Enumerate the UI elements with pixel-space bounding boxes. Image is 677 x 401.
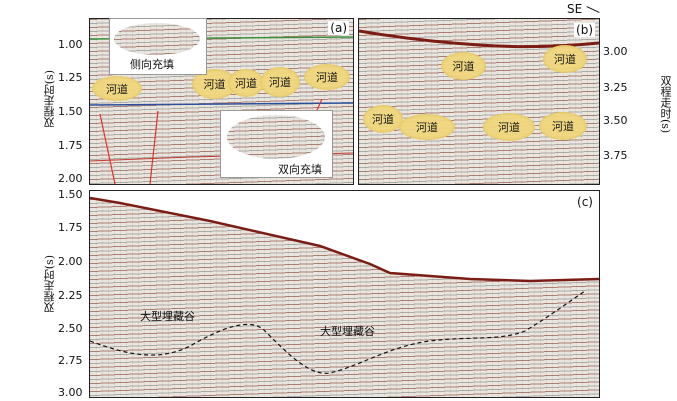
tick-a-2: 1.50 (58, 105, 83, 118)
seafloor-b (359, 29, 599, 49)
inset-side-seismic (114, 23, 200, 55)
channel-a-0: 河道 (92, 76, 142, 101)
side-fill-label: 侧向充填 (130, 58, 174, 71)
tick-b-0: 3.00 (603, 45, 628, 58)
orientation-text: SE (567, 2, 583, 16)
channel-b-3: 河道 (399, 114, 455, 140)
buried-valley-label-1: 大型埋藏谷 (320, 325, 375, 338)
tick-b-2: 3.50 (603, 114, 628, 127)
tick-b-3: 3.75 (603, 149, 628, 162)
inset-bi-seismic (227, 115, 325, 159)
inset-bi-fill: 双向充填 (220, 110, 333, 178)
inset-side-fill: 侧向充填 (109, 18, 207, 75)
orientation-label: SE (567, 2, 600, 16)
tick-c-6: 3.00 (58, 386, 83, 399)
channel-b-0: 河道 (441, 52, 486, 80)
y-axis-label-c: 双程走时(s) (43, 255, 56, 314)
panel-c-label: (c) (575, 195, 595, 209)
channel-b-5: 河道 (539, 112, 587, 140)
bi-fill-label: 双向充填 (278, 163, 322, 176)
y-axis-label-b: 双程走时(s) (659, 75, 672, 134)
tick-c-1: 1.75 (58, 221, 83, 234)
tick-b-1: 3.25 (603, 81, 628, 94)
tick-a-4: 2.00 (58, 172, 83, 185)
tick-c-0: 1.50 (58, 188, 83, 201)
tick-c-3: 2.25 (58, 289, 83, 302)
channel-a-2: 河道 (228, 69, 264, 97)
orientation-arrow-icon (586, 6, 600, 13)
channel-a-3: 河道 (260, 67, 300, 97)
tick-a-0: 1.00 (58, 38, 83, 51)
tick-a-3: 1.75 (58, 139, 83, 152)
channel-b-2: 河道 (363, 105, 403, 133)
y-axis-label-a: 双程走时(s) (43, 70, 56, 129)
buried-valley-label-0: 大型埋藏谷 (140, 310, 195, 323)
channel-a-4: 河道 (304, 64, 350, 90)
panel-a-label: (a) (328, 21, 349, 35)
tick-c-5: 2.75 (58, 354, 83, 367)
panel-c: 大型埋藏谷 大型埋藏谷 (c) (89, 190, 600, 398)
panel-b: 河道 河道 河道 河道 河道 河道 (b) (358, 18, 600, 185)
channel-b-4: 河道 (483, 113, 535, 141)
tick-c-2: 2.00 (58, 255, 83, 268)
tick-c-4: 2.50 (58, 322, 83, 335)
overlay-c (90, 191, 599, 374)
channel-b-1: 河道 (543, 45, 587, 73)
tick-a-1: 1.25 (58, 71, 83, 84)
panel-b-label: (b) (574, 23, 595, 37)
